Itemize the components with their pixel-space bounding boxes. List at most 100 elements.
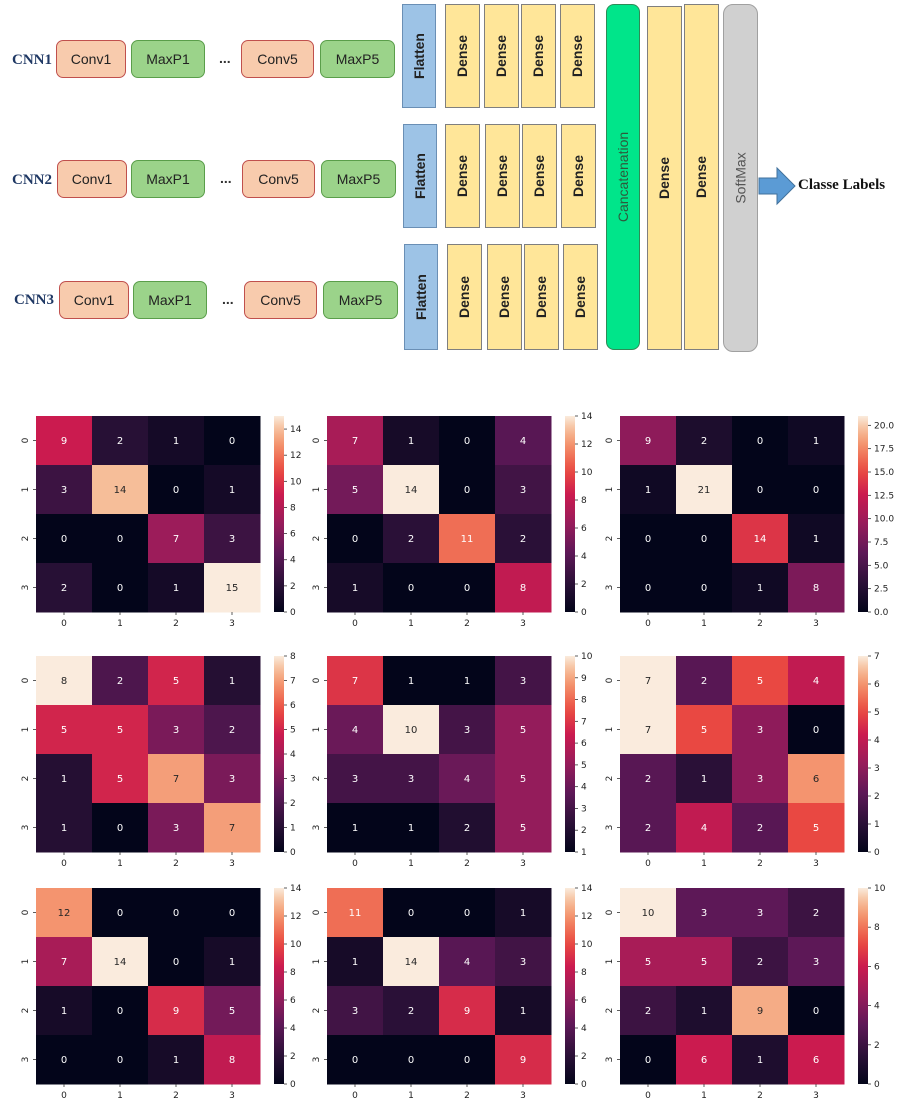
x-tick-label: 1 bbox=[701, 619, 707, 629]
cell-value: 0 bbox=[173, 908, 179, 919]
x-tick-label: 1 bbox=[117, 619, 123, 629]
y-tick-label: 3 bbox=[605, 585, 615, 591]
heatmap-cell bbox=[439, 656, 496, 706]
heatmap-cell bbox=[204, 416, 261, 466]
cell-value: 3 bbox=[61, 485, 67, 496]
colorbar-tick-label: 2 bbox=[581, 826, 587, 836]
cell-value: 5 bbox=[520, 774, 526, 785]
heatmap-cell bbox=[383, 937, 440, 987]
heatmap-cell bbox=[383, 754, 440, 804]
heatmap-cell bbox=[495, 754, 552, 804]
cell-value: 0 bbox=[117, 823, 123, 834]
y-tick-label: 2 bbox=[605, 1008, 615, 1014]
x-tick-label: 2 bbox=[464, 619, 470, 629]
heatmap-cell bbox=[788, 937, 845, 987]
cell-value: 3 bbox=[173, 725, 179, 736]
heatmap-cell bbox=[92, 656, 149, 706]
colorbar-tick-label: 3 bbox=[290, 775, 296, 785]
y-tick-label: 3 bbox=[312, 825, 322, 831]
cell-value: 0 bbox=[61, 1055, 67, 1066]
heatmap-cell bbox=[36, 803, 93, 853]
heatmap-cell bbox=[439, 416, 496, 466]
heatmap-cell bbox=[327, 656, 384, 706]
cnn2-dense-3-label: Dense bbox=[531, 154, 548, 198]
heatmap-cell bbox=[495, 705, 552, 755]
heatmap-cell bbox=[676, 416, 733, 466]
heatmap-cell bbox=[92, 937, 149, 987]
heatmap-cell bbox=[439, 937, 496, 987]
cell-value: 2 bbox=[408, 534, 414, 545]
cell-value: 8 bbox=[520, 583, 526, 594]
cell-value: 5 bbox=[701, 725, 707, 736]
cell-value: 2 bbox=[464, 823, 470, 834]
heatmap-cell bbox=[327, 888, 384, 938]
y-tick-label: 3 bbox=[312, 585, 322, 591]
heatmap-cell bbox=[676, 986, 733, 1036]
x-tick-label: 0 bbox=[645, 619, 651, 629]
cell-value: 9 bbox=[520, 1055, 526, 1066]
cell-value: 0 bbox=[117, 583, 123, 594]
cnn3-conv1-block: Conv1 bbox=[59, 281, 129, 319]
heatmap-cell bbox=[204, 754, 261, 804]
cell-value: 1 bbox=[813, 534, 819, 545]
cell-value: 2 bbox=[408, 1006, 414, 1017]
cnn1-maxp5-block: MaxP5 bbox=[320, 40, 395, 78]
cell-value: 3 bbox=[464, 725, 470, 736]
heatmap-cell bbox=[620, 656, 677, 706]
cell-value: 4 bbox=[701, 823, 707, 834]
x-tick-label: 2 bbox=[173, 1091, 179, 1101]
cell-value: 0 bbox=[645, 1055, 651, 1066]
x-tick-label: 3 bbox=[520, 859, 526, 869]
x-tick-label: 0 bbox=[352, 1091, 358, 1101]
y-tick-label: 0 bbox=[605, 677, 615, 683]
colorbar bbox=[858, 656, 868, 852]
cell-value: 0 bbox=[173, 957, 179, 968]
cnn1-conv1-block: Conv1 bbox=[56, 40, 126, 78]
heatmap-cell bbox=[383, 705, 440, 755]
cell-value: 7 bbox=[61, 957, 67, 968]
cnn3-dense-2: Dense bbox=[487, 244, 522, 350]
cell-value: 2 bbox=[701, 676, 707, 687]
y-tick-label: 1 bbox=[312, 487, 322, 493]
colorbar bbox=[565, 656, 575, 852]
cell-value: 14 bbox=[754, 534, 767, 545]
colorbar-tick-label: 5 bbox=[581, 761, 587, 771]
cnn3-dense-3: Dense bbox=[524, 244, 559, 350]
colorbar-tick-label: 8 bbox=[581, 496, 587, 506]
cell-value: 0 bbox=[352, 534, 358, 545]
x-tick-label: 1 bbox=[408, 859, 414, 869]
heatmap-cell bbox=[148, 1035, 205, 1085]
heatmap-cell bbox=[439, 465, 496, 515]
y-tick-label: 2 bbox=[605, 536, 615, 542]
cnn2-label: CNN2 bbox=[12, 172, 52, 188]
y-tick-label: 3 bbox=[21, 825, 31, 831]
cell-value: 5 bbox=[173, 676, 179, 687]
cell-value: 2 bbox=[813, 908, 819, 919]
cnn1-dense-4-label: Dense bbox=[569, 34, 586, 78]
heatmap-cell bbox=[620, 416, 677, 466]
cnn2-ellipsis: ... bbox=[220, 170, 232, 186]
heatmap-cell bbox=[788, 803, 845, 853]
cell-value: 1 bbox=[352, 957, 358, 968]
cell-value: 0 bbox=[408, 583, 414, 594]
y-tick-label: 0 bbox=[605, 437, 615, 443]
heatmap-cell bbox=[439, 514, 496, 564]
cell-value: 15 bbox=[226, 583, 239, 594]
x-tick-label: 0 bbox=[61, 1091, 67, 1101]
colorbar-tick-label: 2 bbox=[290, 582, 296, 592]
x-tick-label: 3 bbox=[229, 859, 235, 869]
cell-value: 7 bbox=[645, 725, 651, 736]
cnn1-conv5-block: Conv5 bbox=[241, 40, 314, 78]
cell-value: 7 bbox=[352, 436, 358, 447]
cell-value: 3 bbox=[229, 534, 235, 545]
cell-value: 4 bbox=[464, 957, 470, 968]
colorbar-tick-label: 12 bbox=[581, 912, 592, 922]
cell-value: 1 bbox=[520, 1006, 526, 1017]
heatmap-cell bbox=[36, 465, 93, 515]
colorbar-tick-label: 5 bbox=[874, 708, 880, 718]
colorbar-tick-label: 10 bbox=[581, 468, 593, 478]
cnn1-dense-4: Dense bbox=[560, 4, 595, 108]
